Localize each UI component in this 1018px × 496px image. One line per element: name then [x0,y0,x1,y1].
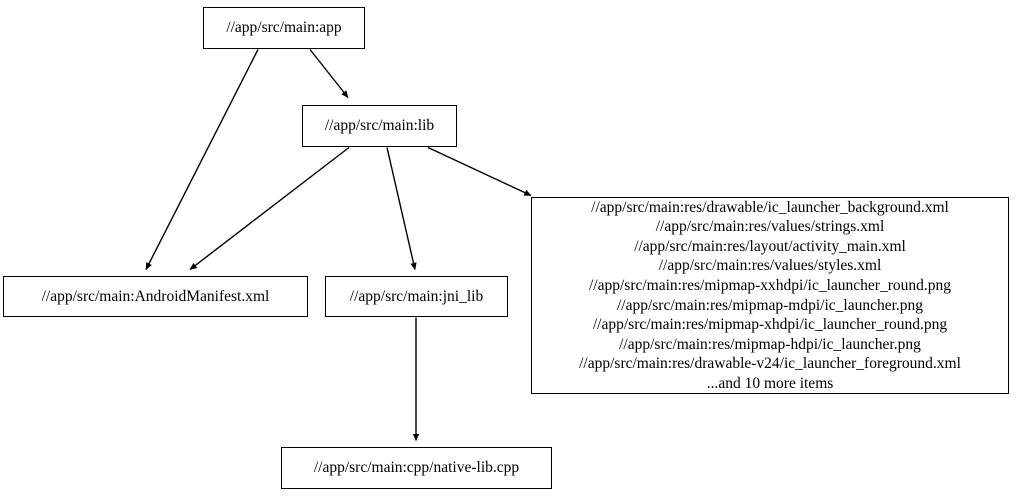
node-android-manifest[interactable]: //app/src/main:AndroidManifest.xml [3,276,308,317]
edge-app-to-lib [309,49,349,98]
edge-lib-to-res-group [427,146,532,197]
node-jni-lib[interactable]: //app/src/main:jni_lib [325,276,508,317]
res-line-5: //app/src/main:res/mipmap-mdpi/ic_launch… [616,296,924,314]
edge-lib-to-jni-lib [386,147,417,271]
node-native-lib-label: //app/src/main:cpp/native-lib.cpp [313,459,520,477]
edge-app-to-manifest [145,49,259,271]
node-res-group[interactable]: //app/src/main:res/drawable/ic_launcher_… [531,197,1009,394]
res-line-9: ...and 10 more items [706,374,834,392]
res-line-8: //app/src/main:res/drawable-v24/ic_launc… [579,355,961,373]
node-app[interactable]: //app/src/main:app [203,7,365,49]
node-jni-lib-label: //app/src/main:jni_lib [349,287,484,305]
res-line-7: //app/src/main:res/mipmap-hdpi/ic_launch… [619,335,921,353]
node-lib-label: //app/src/main:lib [324,117,435,135]
node-android-manifest-label: //app/src/main:AndroidManifest.xml [41,287,270,305]
node-app-label: //app/src/main:app [226,19,342,37]
res-line-1: //app/src/main:res/values/strings.xml [655,218,885,236]
node-res-group-label: //app/src/main:res/drawable/ic_launcher_… [538,198,1002,394]
res-line-4: //app/src/main:res/mipmap-xxhdpi/ic_laun… [588,276,951,294]
node-lib[interactable]: //app/src/main:lib [302,105,457,147]
res-line-3: //app/src/main:res/values/styles.xml [658,257,882,275]
res-line-2: //app/src/main:res/layout/activity_main.… [634,237,906,255]
res-line-6: //app/src/main:res/mipmap-xhdpi/ic_launc… [592,316,948,334]
res-line-0: //app/src/main:res/drawable/ic_launcher_… [591,198,949,216]
edge-lib-to-manifest [189,146,350,271]
node-native-lib[interactable]: //app/src/main:cpp/native-lib.cpp [281,447,552,489]
